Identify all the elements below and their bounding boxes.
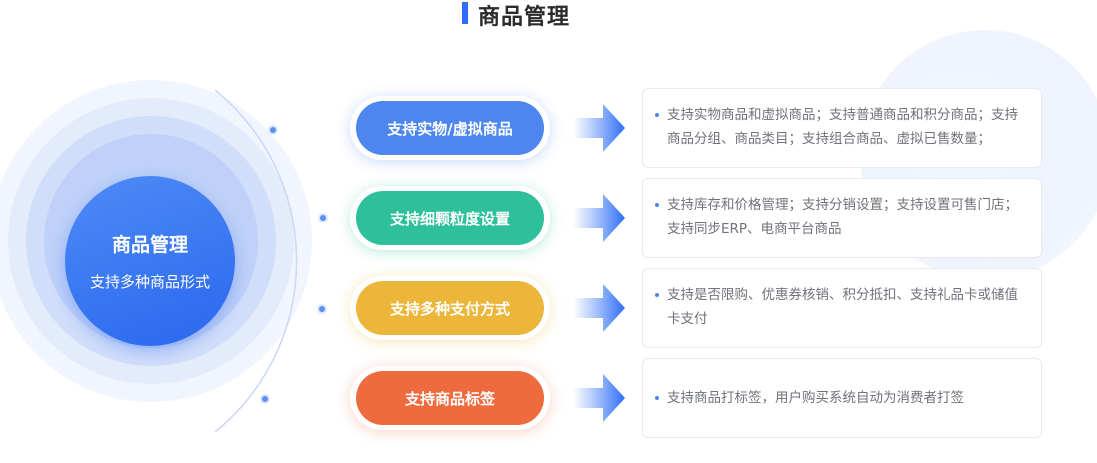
feature-description: 支持是否限购、优惠券核销、积分抵扣、支持礼品卡或储值卡支付 bbox=[667, 287, 1018, 327]
arrow-right-icon bbox=[573, 374, 625, 422]
bullet-icon bbox=[655, 113, 659, 117]
feature-description: 支持实物商品和虚拟商品；支持普通商品和积分商品；支持商品分组、商品类目；支持组合… bbox=[667, 107, 1018, 147]
page-title: 商品管理 bbox=[478, 5, 571, 30]
arrow-right-icon bbox=[573, 284, 625, 332]
feature-pill-granular-settings: 支持细颗粒度设置 bbox=[350, 186, 550, 250]
feature-description: 支持库存和价格管理；支持分销设置；支持设置可售门店；支持同步ERP、电商平台商品 bbox=[667, 197, 1018, 237]
feature-pill-product-tags: 支持商品标签 bbox=[350, 366, 550, 430]
center-subtitle: 支持多种商品形式 bbox=[89, 273, 210, 291]
feature-label: 支持实物/虚拟商品 bbox=[356, 101, 544, 155]
feature-label: 支持细颗粒度设置 bbox=[356, 191, 544, 245]
feature-pill-physical-virtual: 支持实物/虚拟商品 bbox=[350, 96, 550, 160]
connector-arc bbox=[214, 89, 328, 433]
center-title: 商品管理 bbox=[111, 234, 188, 256]
feature-pill-payment-methods: 支持多种支付方式 bbox=[350, 276, 550, 340]
bullet-icon bbox=[655, 396, 659, 400]
arrow-right-icon bbox=[573, 194, 625, 242]
center-circle: 商品管理 支持多种商品形式 bbox=[65, 176, 235, 346]
feature-description-card: 支持实物商品和虚拟商品；支持普通商品和积分商品；支持商品分组、商品类目；支持组合… bbox=[642, 88, 1042, 168]
feature-description-card: 支持商品打标签，用户购买系统自动为消费者打签 bbox=[642, 358, 1042, 438]
arrow-right-icon bbox=[573, 104, 625, 152]
feature-label: 支持多种支付方式 bbox=[356, 281, 544, 335]
feature-label: 支持商品标签 bbox=[356, 371, 544, 425]
feature-description: 支持商品打标签，用户购买系统自动为消费者打签 bbox=[667, 390, 964, 406]
bullet-icon bbox=[655, 203, 659, 207]
bullet-icon bbox=[655, 293, 659, 297]
feature-description-card: 支持库存和价格管理；支持分销设置；支持设置可售门店；支持同步ERP、电商平台商品 bbox=[642, 178, 1042, 258]
feature-description-card: 支持是否限购、优惠券核销、积分抵扣、支持礼品卡或储值卡支付 bbox=[642, 268, 1042, 348]
title-accent-bar bbox=[462, 2, 468, 24]
